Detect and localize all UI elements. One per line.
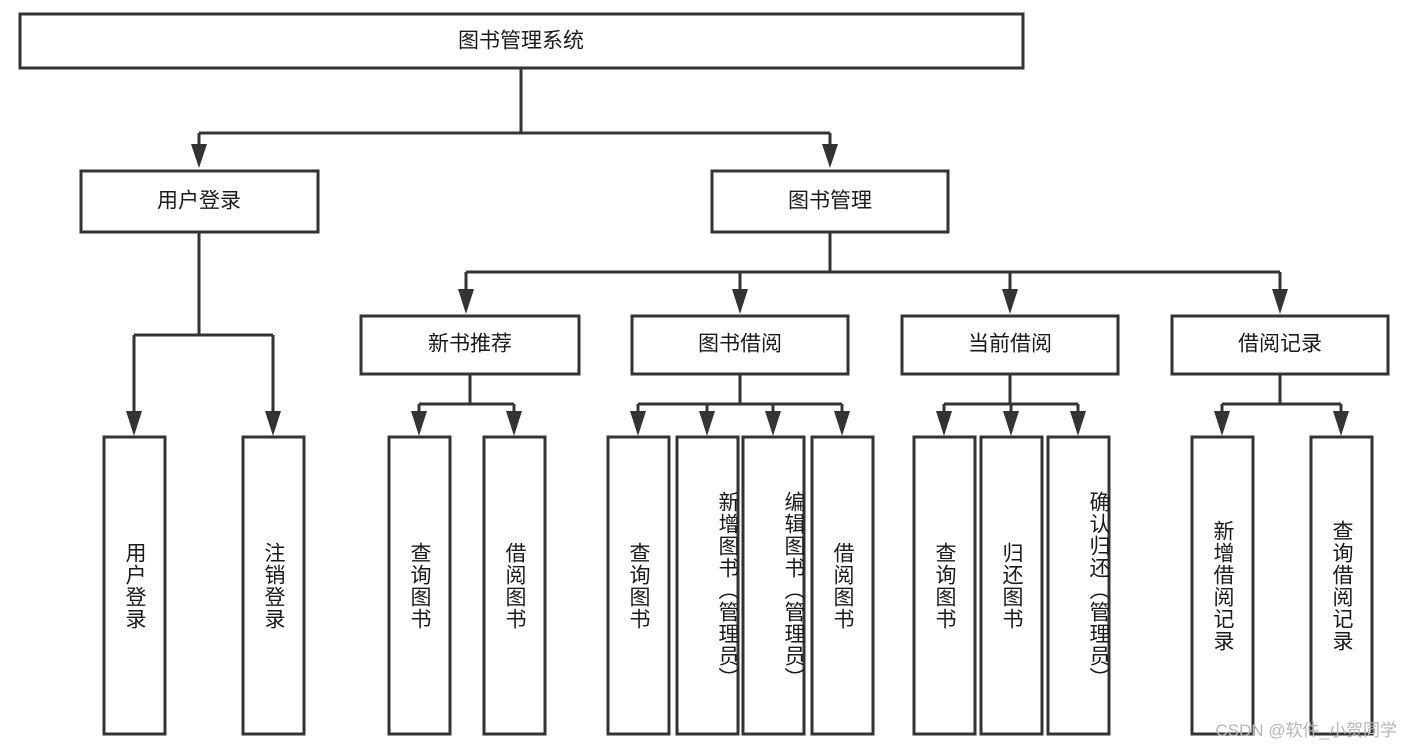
node-current-borrow-box[interactable] <box>900 314 1120 376</box>
arrow-nbr-leaf-1 <box>411 411 427 436</box>
connector-group-book-manage <box>458 232 1288 314</box>
leaf-user-login-box[interactable] <box>102 435 167 736</box>
connector-group-current-borrow <box>936 374 1086 436</box>
arrow-root-to-user-login <box>191 144 207 168</box>
arrow-bb-leaf-1 <box>630 411 646 436</box>
node-user-login-label: 用户登录 <box>157 190 241 213</box>
arrow-cb-leaf-3 <box>1070 411 1086 436</box>
leaf-add-record-box[interactable] <box>1190 435 1255 736</box>
node-user-login[interactable]: 用户登录 <box>79 169 320 234</box>
leaf-confirm-return-box[interactable] <box>1046 435 1111 736</box>
connector-group-borrow-record <box>1214 374 1349 436</box>
node-root-box[interactable] <box>18 12 1025 70</box>
node-borrow-record-box[interactable] <box>1170 314 1390 376</box>
arrow-bb-leaf-4 <box>834 411 850 436</box>
leaf-query-book-2-box[interactable] <box>606 435 671 736</box>
node-new-book-recommend-box[interactable] <box>359 314 581 376</box>
arrow-br-leaf-2 <box>1333 411 1349 436</box>
arrow-br-leaf-1 <box>1214 411 1230 436</box>
leaf-query-book-1-box[interactable] <box>387 435 452 736</box>
node-root[interactable]: 图书管理系统 <box>18 12 1025 70</box>
arrow-bb-leaf-3 <box>765 411 781 436</box>
connector-group-user-login <box>126 232 281 436</box>
node-borrow-record[interactable]: 借阅记录 <box>1170 314 1390 376</box>
node-borrow-record-label: 借阅记录 <box>1238 333 1322 356</box>
leaf-user-logout-box[interactable] <box>241 435 306 736</box>
node-user-login-box[interactable] <box>79 169 320 234</box>
connector-group-book-borrow <box>630 374 850 436</box>
node-book-borrow-box[interactable] <box>630 314 850 376</box>
node-book-borrow[interactable]: 图书借阅 <box>630 314 850 376</box>
arrow-book-manage-to-borrow-record <box>1272 289 1288 314</box>
arrow-user-login-leaf-2 <box>265 411 281 436</box>
leaf-borrow-book-1-box[interactable] <box>482 435 547 736</box>
node-new-book-recommend[interactable]: 新书推荐 <box>359 314 581 376</box>
arrow-root-to-book-manage <box>822 144 838 168</box>
leaf-query-record-box[interactable] <box>1309 435 1374 736</box>
arrow-bb-leaf-2 <box>699 411 715 436</box>
node-current-borrow-label: 当前借阅 <box>968 333 1052 356</box>
leaf-edit-book-box[interactable] <box>741 435 806 736</box>
arrow-book-manage-to-current-borrow <box>1002 289 1018 314</box>
node-current-borrow[interactable]: 当前借阅 <box>900 314 1120 376</box>
arrow-cb-leaf-1 <box>936 411 952 436</box>
arrow-cb-leaf-2 <box>1003 411 1019 436</box>
node-book-manage[interactable]: 图书管理 <box>710 169 950 234</box>
arrow-user-login-leaf-1 <box>126 411 142 436</box>
node-book-manage-label: 图书管理 <box>788 190 872 213</box>
watermark: CSDN @软件_小贺同学 <box>1215 721 1397 740</box>
node-root-label: 图书管理系统 <box>458 30 584 53</box>
leaf-query-book-3-box[interactable] <box>912 435 977 736</box>
leaf-return-book-box[interactable] <box>979 435 1044 736</box>
leaf-borrow-book-2-box[interactable] <box>810 435 875 736</box>
arrow-nbr-leaf-2 <box>506 411 522 436</box>
leaf-add-book-box[interactable] <box>675 435 740 736</box>
node-book-manage-box[interactable] <box>710 169 950 234</box>
node-book-borrow-label: 图书借阅 <box>698 333 782 356</box>
leaf-boxes <box>102 435 1374 736</box>
arrow-book-manage-to-new-book-recommend <box>458 289 474 314</box>
arrow-book-manage-to-book-borrow <box>732 289 748 314</box>
connector-group-root <box>191 68 838 168</box>
node-new-book-recommend-label: 新书推荐 <box>428 333 512 356</box>
connector-group-new-book-recommend <box>411 374 522 436</box>
